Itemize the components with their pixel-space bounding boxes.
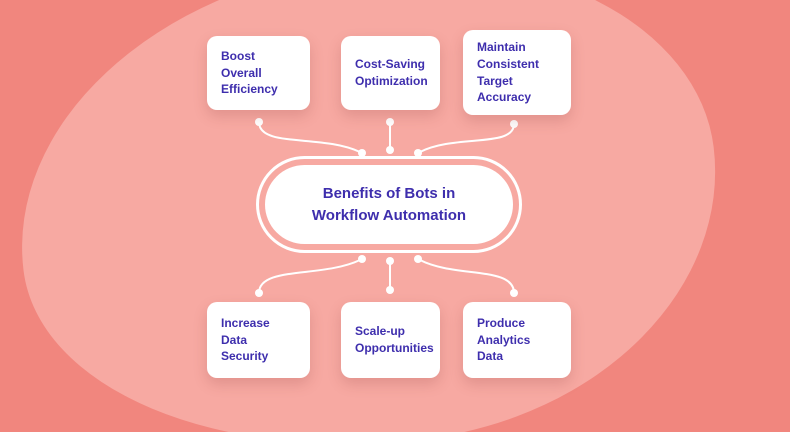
benefit-label: Increase Data Security [221,315,270,364]
benefit-label: Cost-Saving Optimization [355,57,428,88]
benefit-card-cost-saving-optimization: Cost-Saving Optimization [341,36,440,110]
benefit-card-produce-analytics-data: Produce Analytics Data [463,302,571,378]
benefit-label: Maintain Consistent Target Accuracy [477,39,540,105]
benefit-label: Scale-up Opportunities [355,324,434,355]
center-title: Benefits of Bots in Workflow Automation [311,184,467,224]
benefit-label: Boost Overall Efficiency [221,48,278,97]
benefit-label: Produce Analytics Data [477,315,531,364]
center-topic-pill: Benefits of Bots in Workflow Automation [265,165,513,244]
benefit-card-scale-up-opportunities: Scale-up Opportunities [341,302,440,378]
benefit-card-increase-data-security: Increase Data Security [207,302,310,378]
center-ring: Benefits of Bots in Workflow Automation [256,156,522,253]
benefit-card-boost-overall-efficiency: Boost Overall Efficiency [207,36,310,110]
benefit-card-maintain-consistent-target-accuracy: Maintain Consistent Target Accuracy [463,30,571,115]
